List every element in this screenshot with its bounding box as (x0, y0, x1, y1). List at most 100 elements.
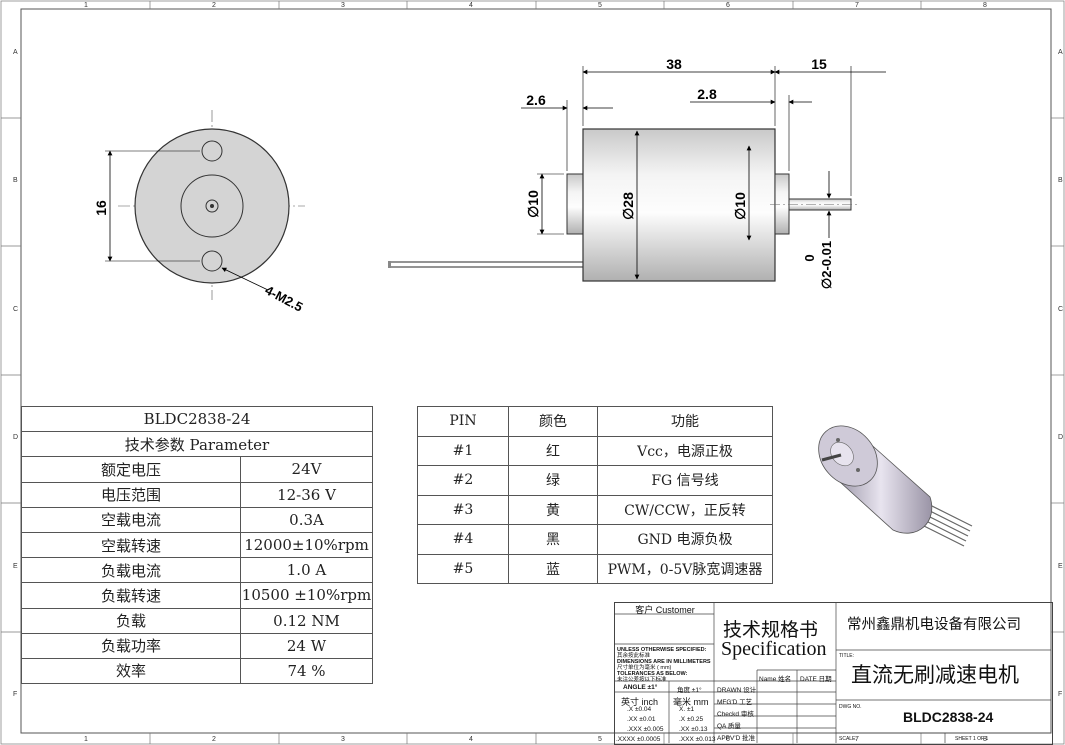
front-boss-label: 2.6 (526, 92, 546, 108)
unless-note-4: 尺寸单位为毫米 ( mm) (617, 665, 672, 671)
parameter-value: 12000±10%rpm (240, 531, 373, 559)
drawing-title: 直流无刷减速电机 (851, 664, 1019, 687)
grid-column-label-top: 8 (983, 2, 987, 9)
grid-column-label-bottom: 7 (855, 736, 859, 743)
inch-tolerance: .X ±0.04 (627, 706, 652, 713)
scale-label: SCALE: (839, 736, 857, 742)
pin-number: #2 (417, 465, 509, 496)
grid-row-label-right: B (1058, 177, 1063, 184)
grid-row-label-right: D (1058, 434, 1063, 441)
thread-label: 4-M2.5 (263, 282, 306, 314)
pin-function: CW/CCW，正反转 (597, 494, 773, 525)
role-label: QA 质量 (717, 723, 741, 730)
pin-function: FG 信号线 (597, 465, 773, 496)
parameter-label: 电压范围 (21, 481, 241, 508)
customer-label: 客户 Customer (635, 605, 695, 615)
parameter-value: 10500 ±10%rpm (240, 582, 373, 609)
name-header: Name 姓名 (759, 676, 792, 683)
mm-header: 毫米 mm (673, 697, 709, 707)
pin-number: #3 (417, 494, 509, 525)
parameter-label: 负载 (21, 607, 241, 634)
front-view: 16 4-M2.5 (93, 110, 305, 315)
mm-tolerance: X. ±1 (679, 706, 695, 713)
parameter-value: 1.0 A (240, 557, 373, 584)
color-header: 颜色 (508, 406, 598, 437)
pin-function: GND 电源负极 (597, 524, 773, 555)
parameter-label: 额定电压 (21, 456, 241, 483)
unless-note-6: 未注公差按以下标准 (617, 677, 667, 683)
dwg-no-label: DWG NO. (839, 704, 862, 710)
role-label: Checkd 审核 (717, 711, 754, 718)
grid-column-label-top: 1 (84, 2, 88, 9)
function-header: 功能 (597, 406, 773, 437)
date-header: DATE 日期 (800, 676, 832, 683)
isometric-view (818, 425, 973, 547)
overall-length-label: 38 (666, 56, 682, 72)
parameter-value: 0.3A (240, 506, 373, 533)
grid-column-label-top: 6 (726, 2, 730, 9)
side-view: 38 15 2.6 2.8 ∅10 ∅28 ∅10 0 ∅2-0.01 (388, 56, 886, 289)
parameter-value: 24 W (240, 632, 373, 659)
spec-title-en: Specification (721, 638, 827, 660)
parameter-label: 空载电流 (21, 506, 241, 533)
parameter-value: 24V (240, 456, 373, 483)
grid-column-label-bottom: 6 (726, 736, 730, 743)
parameter-label: 负载转速 (21, 582, 241, 609)
parameter-value: 74 % (240, 657, 373, 685)
shaft-tol-upper-label: 0 (802, 254, 817, 261)
grid-column-label-top: 7 (855, 2, 859, 9)
pin-function: PWM，0-5V脉宽调速器 (597, 553, 773, 584)
mm-tolerance: .XXX ±0.013 (679, 736, 716, 743)
grid-row-label-right: F (1058, 691, 1062, 698)
unless-note-5: TOLERANCES AS BELOW: (617, 671, 688, 677)
company-name: 常州鑫鼎机电设备有限公司 (847, 617, 1021, 633)
grid-row-label-left: D (13, 434, 18, 441)
inch-header: 英寸 inch (621, 697, 659, 707)
pin-color: 黑 (508, 524, 598, 555)
parameter-label: 空载转速 (21, 531, 241, 559)
title-block-lines (614, 602, 1051, 743)
angle-tol-cn: 角度 ±1° (677, 687, 702, 694)
boss-dia-left-label: ∅10 (525, 190, 541, 218)
unless-note-2: 其余按此标准 (617, 653, 651, 659)
parameter-value: 12-36 V (240, 481, 373, 508)
parameter-label: 负载功率 (21, 632, 241, 659)
parameter-label: 效率 (21, 657, 241, 685)
pin-color: 黄 (508, 494, 598, 525)
grid-column-label-bottom: 8 (983, 736, 987, 743)
grid-row-label-left: A (13, 49, 18, 56)
grid-column-label-top: 3 (341, 2, 345, 9)
boss-dia-right-label: ∅10 (732, 192, 748, 220)
unless-note-1: UNLESS OTHERWISE SPECIFIED: (617, 647, 707, 653)
grid-column-label-bottom: 4 (469, 736, 473, 743)
mm-tolerance: .X ±0.25 (679, 716, 704, 723)
grid-row-label-left: B (13, 177, 18, 184)
grid-column-label-bottom: 2 (212, 736, 216, 743)
inch-tolerance: .XX ±0.01 (627, 716, 656, 723)
drawing-number: BLDC2838-24 (903, 709, 994, 725)
grid-column-label-top: 5 (598, 2, 602, 9)
inch-tolerance: .XXX ±0.005 (627, 726, 664, 733)
angle-tol: ANGLE ±1° (623, 684, 658, 691)
pin-number: #5 (417, 553, 509, 584)
grid-column-label-top: 2 (212, 2, 216, 9)
inch-tolerance: .XXXX ±0.0005 (616, 736, 661, 743)
body-dia-label: ∅28 (620, 192, 636, 220)
grid-column-label-bottom: 5 (598, 736, 602, 743)
shaft-dia-label: ∅2-0.01 (819, 241, 834, 289)
grid-column-label-bottom: 3 (341, 736, 345, 743)
role-label: DRAWN 设计 (717, 687, 757, 694)
